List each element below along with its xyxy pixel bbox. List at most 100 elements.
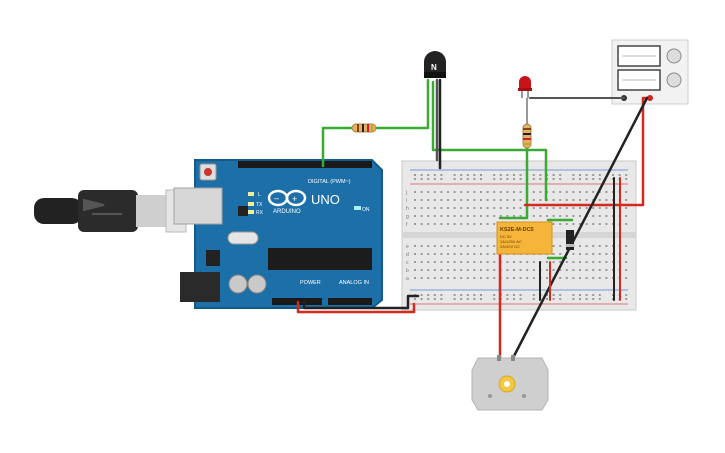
breadboard-hole: [592, 223, 595, 225]
breadboard-hole: [598, 298, 601, 300]
breadboard-hole: [598, 178, 601, 180]
breadboard-hole: [499, 174, 502, 176]
breadboard-hole: [506, 178, 509, 180]
breadboard-hole: [493, 174, 496, 176]
breadboard-hole: [460, 191, 463, 193]
breadboard-hole: [420, 277, 423, 279]
breadboard-hole: [552, 298, 555, 300]
breadboard-hole: [440, 174, 443, 176]
atmega-chip: [268, 248, 372, 270]
breadboard-hole: [414, 174, 416, 176]
breadboard-hole: [612, 174, 614, 176]
wire-red[interactable]: [296, 300, 416, 314]
breadboard-hole: [493, 253, 496, 255]
breadboard-hole: [466, 298, 469, 300]
breadboard-hole: [532, 207, 535, 209]
breadboard-hole: [592, 191, 595, 193]
breadboard-hole: [453, 294, 456, 296]
breadboard-hole: [506, 215, 509, 217]
breadboard-hole: [466, 277, 469, 279]
breadboard-hole: [559, 269, 562, 271]
breadboard-hole: [579, 261, 581, 263]
breadboard-hole: [466, 174, 469, 176]
diode[interactable]: [566, 230, 574, 250]
breadboard-hole: [625, 191, 628, 193]
breadboard-hole: [559, 294, 562, 296]
breadboard-hole: [559, 174, 562, 176]
breadboard-hole: [506, 261, 509, 263]
breadboard-hole: [585, 253, 588, 255]
breadboard-hole: [493, 277, 496, 279]
breadboard-hole: [480, 261, 482, 263]
breadboard-hole: [572, 298, 575, 300]
usb-cable[interactable]: [34, 189, 187, 233]
resistor-base[interactable]: [351, 123, 377, 133]
arduino-uno-board[interactable]: – + UNO ARDUINO DIGITAL (PWM~) POWER ANA…: [173, 159, 383, 309]
breadboard-hole: [579, 294, 581, 296]
voltage-knob[interactable]: [666, 48, 682, 64]
wire-black[interactable]: [302, 294, 420, 310]
breadboard-hole: [552, 199, 555, 201]
current-knob[interactable]: [666, 72, 682, 88]
breadboard-hole: [480, 223, 482, 225]
dc-motor[interactable]: [471, 355, 549, 411]
breadboard-hole: [592, 253, 595, 255]
breadboard-holes: [414, 174, 628, 300]
breadboard-hole: [440, 191, 443, 193]
breadboard-hole: [579, 191, 581, 193]
red-led[interactable]: [518, 76, 532, 98]
breadboard-hole: [466, 253, 469, 255]
wire-green[interactable]: [498, 146, 529, 220]
breadboard-hole: [598, 253, 601, 255]
svg-text:+: +: [292, 194, 297, 204]
breadboard-hole: [493, 269, 496, 271]
breadboard-hole: [585, 191, 588, 193]
breadboard-hole: [414, 207, 416, 209]
breadboard-hole: [473, 298, 476, 300]
breadboard-hole: [565, 269, 568, 271]
breadboard-hole: [447, 277, 449, 279]
row-letter: e: [406, 244, 409, 250]
breadboard-hole: [447, 191, 449, 193]
breadboard-hole: [572, 253, 575, 255]
breadboard-hole: [493, 294, 496, 296]
relay-module[interactable]: KS2E-M-DC5 DC 5V 1A/125V AC 2A/30V DC: [496, 221, 553, 255]
breadboard-hole: [473, 199, 476, 201]
breadboard-hole: [473, 178, 476, 180]
breadboard-hole: [433, 174, 436, 176]
wires: [296, 78, 652, 360]
breadboard-hole: [453, 215, 456, 217]
breadboard-hole: [585, 245, 588, 247]
wire-green[interactable]: [374, 78, 430, 130]
breadboard-hole: [466, 191, 469, 193]
breadboard-hole: [453, 269, 456, 271]
breadboard-hole: [546, 261, 548, 263]
breadboard-hole: [559, 199, 562, 201]
breadboard-hole: [559, 253, 562, 255]
wire-green[interactable]: [321, 126, 354, 168]
npn-transistor[interactable]: N: [424, 51, 446, 78]
breadboard-hole: [506, 298, 509, 300]
breadboard-hole: [433, 269, 436, 271]
breadboard-hole: [585, 261, 588, 263]
breadboard-hole: [532, 215, 535, 217]
breadboard-hole: [420, 223, 423, 225]
breadboard-hole: [519, 261, 522, 263]
breadboard-hole: [579, 269, 581, 271]
breadboard-hole: [625, 245, 628, 247]
breadboard-hole: [585, 178, 588, 180]
breadboard-hole: [414, 199, 416, 201]
breadboard-hole: [513, 277, 515, 279]
breadboard-hole: [427, 269, 430, 271]
power-supply[interactable]: [611, 39, 689, 105]
wire-black[interactable]: [511, 96, 649, 360]
digital-label: DIGITAL (PWM~): [308, 179, 351, 185]
resistor-led[interactable]: [522, 98, 532, 149]
row-letter: g: [406, 214, 409, 220]
breadboard-hole: [513, 298, 515, 300]
breadboard-hole: [565, 207, 568, 209]
breadboard-hole: [440, 261, 443, 263]
breadboard-hole: [625, 223, 628, 225]
breadboard-hole: [539, 215, 542, 217]
wire-green[interactable]: [431, 80, 548, 202]
